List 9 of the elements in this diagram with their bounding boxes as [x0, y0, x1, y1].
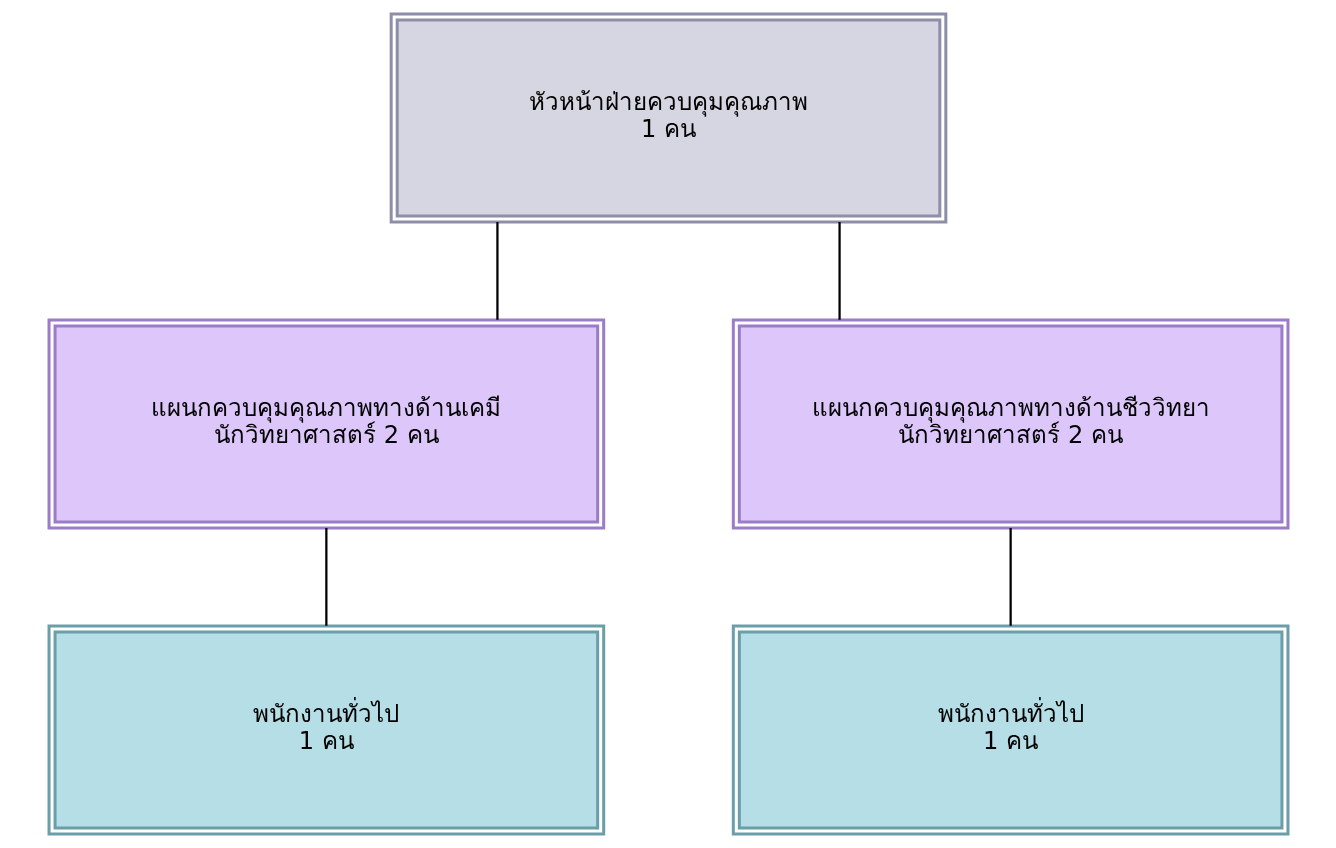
connector: [324, 528, 327, 626]
node-box: หัวหน้าฝ่ายควบคุมคุณภาพ 1 คน: [389, 12, 947, 224]
connector: [1009, 528, 1012, 626]
node-box: แผนกควบคุมคุณภาพทางด้านเคมี นักวิทยาศาสตร์ 2 คน: [47, 318, 605, 530]
connector: [495, 222, 499, 320]
node-box: แผนกควบคุมคุณภาพทางด้านชีววิทยา นักวิทยาศาสตร์ 2 คน: [731, 318, 1289, 530]
connector: [837, 222, 841, 320]
node-box: พนักงานทั่วไป 1 คน: [47, 624, 605, 836]
node-box: พนักงานทั่วไป 1 คน: [731, 624, 1289, 836]
